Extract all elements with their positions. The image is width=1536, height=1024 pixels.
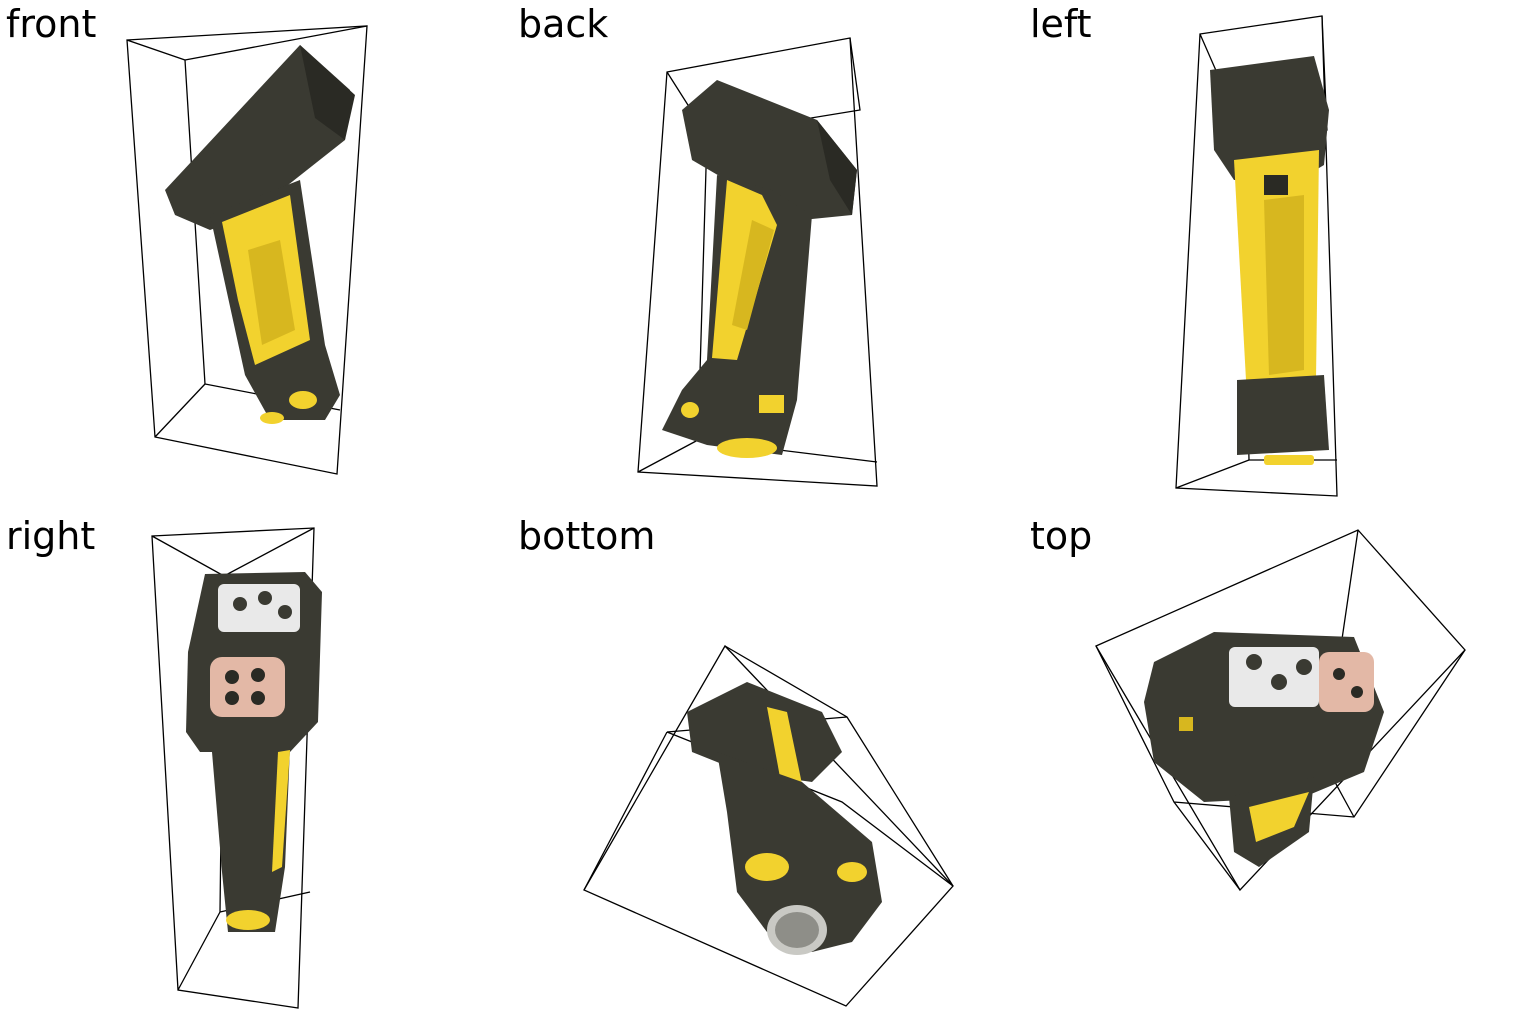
handheld-barcode-scanner-icon	[687, 682, 882, 955]
scanner-render-back	[637, 37, 878, 487]
view-label-back: back	[518, 2, 609, 46]
view-panel-back: back	[512, 0, 1024, 512]
view-label-top: top	[1030, 514, 1093, 558]
scanner-render-top	[1095, 529, 1466, 892]
view-panel-bottom: bottom	[512, 512, 1024, 1024]
view-label-bottom: bottom	[518, 514, 656, 558]
handheld-barcode-scanner-icon	[1144, 632, 1384, 867]
scanner-render-right	[151, 527, 322, 1009]
handheld-barcode-scanner-icon	[165, 45, 355, 424]
handheld-barcode-scanner-icon	[662, 80, 857, 458]
view-panel-left: left	[1024, 0, 1536, 512]
scanner-render-left	[1175, 15, 1338, 497]
handheld-barcode-scanner-icon	[1210, 56, 1329, 465]
view-label-left: left	[1030, 2, 1092, 46]
scanner-render-bottom	[583, 644, 954, 1007]
handheld-barcode-scanner-icon	[186, 572, 322, 932]
view-panel-right: right	[0, 512, 512, 1024]
view-panel-front: front	[0, 0, 512, 512]
view-label-right: right	[6, 514, 96, 558]
bounding-box-icon	[637, 37, 878, 487]
view-label-front: front	[6, 2, 97, 46]
scanner-render-front	[126, 25, 368, 475]
view-panel-top: top	[1024, 512, 1536, 1024]
